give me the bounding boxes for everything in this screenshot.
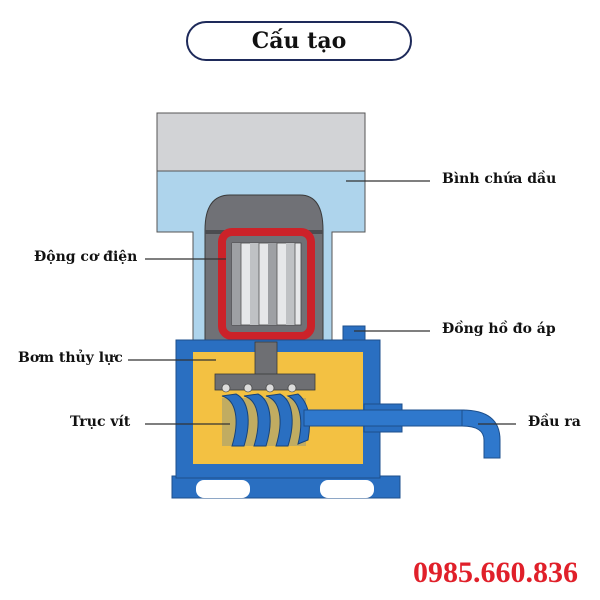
title-banner: Cấu tạo xyxy=(186,21,412,61)
oil-tank-top xyxy=(156,112,366,172)
title-text: Cấu tạo xyxy=(251,28,347,54)
motor-rotor xyxy=(231,242,302,326)
label-hydraulic-pump: Bơm thủy lực xyxy=(18,350,123,366)
pressure-gauge xyxy=(342,325,366,341)
label-outlet: Đầu ra xyxy=(528,414,581,430)
label-screw-shaft: Trục vít xyxy=(70,414,131,430)
label-pressure-gauge: Đồng hồ đo áp xyxy=(442,321,556,337)
outlet-pipe xyxy=(303,403,501,459)
pump-foot-gap-left xyxy=(196,480,250,498)
label-electric-motor: Động cơ điện xyxy=(34,249,138,265)
electric-motor xyxy=(204,194,324,343)
leader-lines xyxy=(128,180,516,425)
screw-shaft xyxy=(221,393,311,447)
motor-shaft xyxy=(254,341,278,377)
label-oil-tank: Bình chứa dầu xyxy=(442,171,557,187)
motor-coil xyxy=(218,228,315,340)
phone-number: 0985.660.836 xyxy=(413,556,578,589)
pump-foot-gap-right xyxy=(320,480,374,498)
